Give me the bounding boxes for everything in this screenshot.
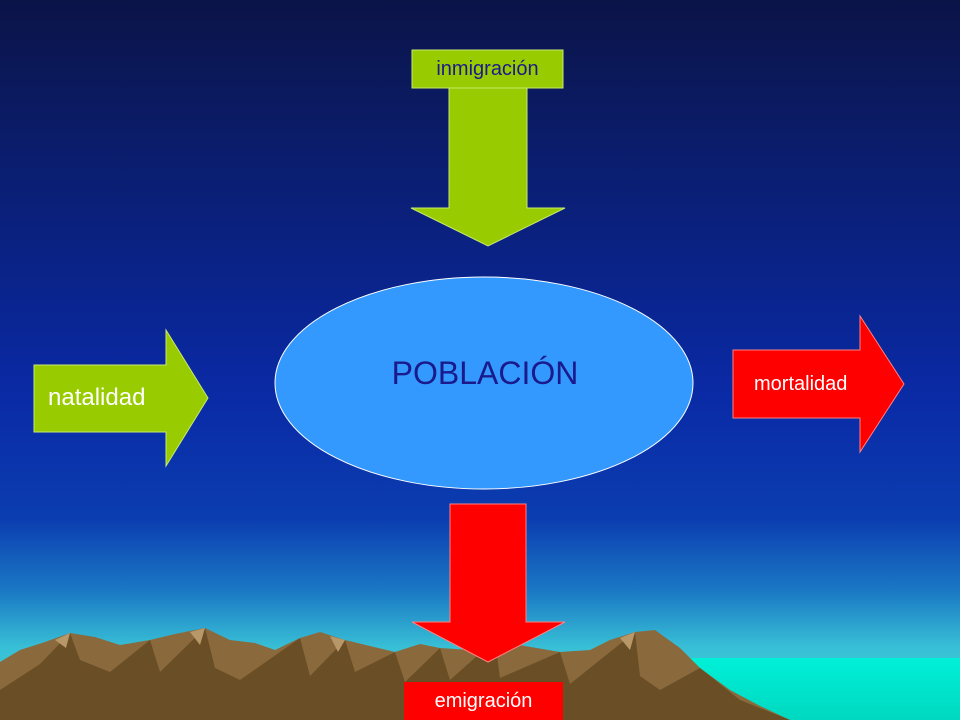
- poblacion-ellipse: [274, 276, 694, 490]
- inmigracion-label: inmigración: [436, 58, 539, 80]
- emigracion-arrow: [404, 503, 566, 720]
- inmigracion-arrow: [410, 49, 566, 247]
- emigracion-label: emigración: [434, 690, 533, 712]
- natalidad-label: natalidad: [48, 384, 146, 411]
- poblacion-label: POBLACIÓN: [391, 355, 579, 391]
- mortalidad-label: mortalidad: [754, 373, 848, 395]
- mortalidad-arrow: [732, 314, 905, 454]
- mountain-shadows: [0, 628, 790, 720]
- natalidad-arrow: [33, 328, 209, 468]
